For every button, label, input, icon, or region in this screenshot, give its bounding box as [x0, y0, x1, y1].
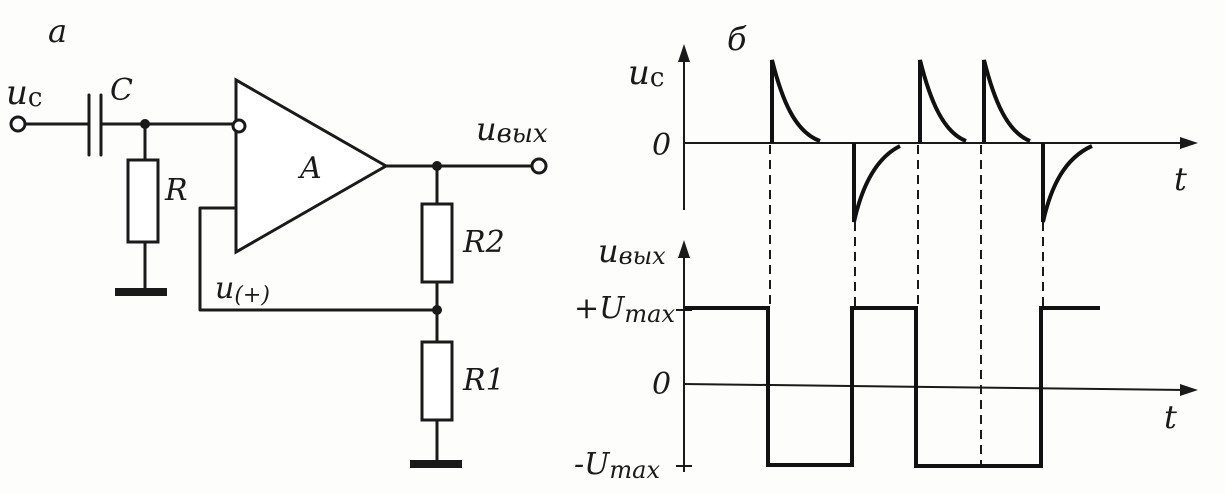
input-terminal	[9, 115, 27, 133]
resistor-r	[126, 158, 160, 244]
output-terminal	[530, 157, 548, 175]
spike-negative-2	[1041, 143, 1093, 223]
sync-dashed-lines	[769, 145, 1044, 466]
spike-positive-1	[770, 59, 821, 143]
input-label: uc	[6, 73, 42, 113]
bottom-x-axis	[683, 383, 1186, 391]
spike-negative-1	[852, 143, 901, 223]
spike-positive-3	[982, 59, 1031, 143]
output-square-waveform	[684, 306, 1100, 468]
ground-symbol-r1	[410, 460, 462, 468]
bottom-x-label: t	[1164, 398, 1177, 436]
top-x-label: t	[1174, 160, 1187, 198]
resistor-r2	[420, 202, 454, 284]
amplifier	[234, 77, 390, 255]
bottom-zero-label: 0	[652, 367, 671, 402]
panel-label-a: а	[48, 12, 67, 50]
amplifier-label: A	[297, 151, 322, 186]
top-y-label: uc	[628, 53, 664, 93]
panel-label-b: б	[727, 20, 747, 58]
feedback-label: u(+)	[215, 271, 270, 308]
bottom-y-label: uвых	[598, 232, 666, 270]
bottom-y-arrow	[678, 240, 690, 258]
resistor-r-label: R	[164, 173, 188, 208]
output-label: uвых	[476, 110, 548, 149]
capacitor-label: C	[110, 73, 133, 108]
bottom-x-arrow	[1180, 384, 1198, 396]
feedback-wire	[198, 206, 439, 312]
minus-umax-label: -Umax	[574, 447, 660, 484]
top-x-arrow	[1180, 137, 1198, 149]
spike-positive-2	[918, 59, 967, 143]
resistor-r1-label: R1	[462, 363, 505, 398]
resistor-r2-label: R2	[462, 225, 505, 260]
junction-node-divider	[432, 305, 442, 315]
resistor-r1	[420, 340, 454, 422]
top-y-arrow	[678, 44, 690, 62]
ground-symbol-r	[115, 288, 167, 296]
plus-umax-label: +Umax	[574, 291, 675, 328]
input-spike-waveform	[770, 59, 1093, 223]
top-zero-label: 0	[652, 128, 671, 163]
amplifier-input-inverting	[231, 118, 247, 134]
